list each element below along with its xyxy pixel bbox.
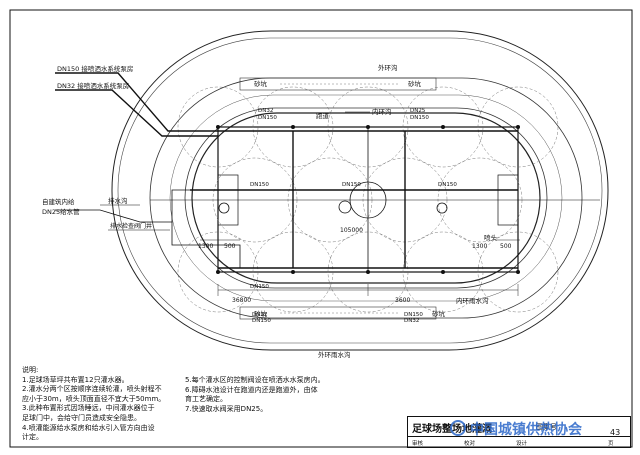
dim-top-dn150: DN150 [258, 115, 277, 121]
dim-right-width: 500 [500, 243, 512, 250]
dim-bottom-right-dn150: DN150 [404, 312, 423, 318]
track-label: 跑道 [316, 111, 330, 120]
sprinkler-heads [216, 125, 520, 274]
note-line: 4.喷灌能源给水泵房和给水引入管方向由设 [22, 423, 155, 432]
dn25-supply-label: DN25给水管 [42, 207, 80, 216]
dim-left-width: 500 [224, 243, 236, 250]
dim-left-height: 1300 [198, 243, 213, 250]
sand-pit-bottom-left-label: 砂坑 [254, 309, 268, 318]
sand-pit-bottom-right-label: 砂坑 [432, 309, 446, 318]
right-goal-sprinkler [436, 202, 448, 214]
page-number: 43 [610, 428, 621, 437]
note-line: 应小于30m，喷头顶面直径不宜大于50mm。 [22, 394, 166, 403]
notes-col-1: 说明: 1.足球场草坪共布置12只灌水器。 2.灌水分两个区按顺序连续轮灌，喷头… [22, 366, 172, 443]
sig-review: 审核 [412, 440, 424, 447]
outer-ring-drain [111, 30, 609, 351]
sand-pit-top [239, 77, 437, 91]
outer-drain-top-label: 外环沟 [378, 63, 398, 72]
dimension-lines [200, 239, 520, 296]
pipe-label-dn32: DN32 接喷洒水系统泵房 [57, 81, 129, 90]
sprinkler-label: 喷头 [484, 233, 498, 242]
track-lane [169, 94, 563, 302]
valve-well-label: 排水检查阀门井 [110, 222, 152, 230]
inner-drain-top-label: 内环沟 [372, 107, 392, 116]
dim-top-dn32: DN32 [258, 108, 273, 114]
dim-right-height: 1300 [472, 243, 487, 250]
notes-col-2: 5.每个灌水区的控制阀设在喷洒水水泵房内。 6.障碍水池设计在跑道内还是跑道外，… [185, 376, 400, 414]
left-goal-sprinkler [218, 202, 230, 214]
sand-pit-bottom [239, 306, 437, 320]
pipe-network [55, 72, 518, 269]
note-line: 1.足球场草坪共布置12只灌水器。 [22, 375, 129, 384]
association-logo-icon [450, 420, 466, 436]
dim-bottom-left-dn32: DN32 [252, 312, 267, 318]
center-sprinkler [338, 200, 352, 214]
drain-trench-label: 排水沟 [108, 196, 128, 205]
atlas-number-label: 图集号 [536, 423, 557, 431]
dim-half-right: 3600 [395, 297, 410, 304]
dim-mid-right: DN150 [438, 182, 457, 188]
track-outer-line [149, 77, 583, 319]
dim-mid-left: DN150 [250, 182, 269, 188]
inner-ring-drain [191, 112, 541, 284]
signature-row: 审核 校对 设计 页 [408, 436, 630, 447]
note-line: 7.快速取水阀采用DN25。 [185, 404, 268, 413]
sheet-border [9, 9, 633, 448]
track-inner-line [184, 107, 548, 289]
dim-bottom-right-dn32: DN32 [404, 318, 419, 324]
tap-water-label: 自建筑内给 [42, 197, 75, 206]
watermark-text: 中国城镇供热协会 [470, 422, 582, 438]
pipe-label-dn150: DN150 接喷洒水系统泵房 [57, 64, 133, 73]
outer-drain-bottom-label: 外环雨水沟 [318, 350, 351, 359]
sand-pit-top-left-label: 砂坑 [254, 79, 268, 88]
note-line: 5.每个灌水区的控制阀设在喷洒水水泵房内。 [185, 376, 325, 384]
notes-heading: 说明: [22, 366, 39, 374]
dim-half-left: 36800 [232, 297, 251, 304]
dim-mid-center: DN150 [342, 182, 361, 188]
dim-top-dn150-r: DN150 [410, 115, 429, 121]
dim-bottom-dn150: DN150 [250, 284, 269, 290]
sig-design: 设计 [516, 440, 528, 447]
note-line: 2.灌水分两个区按顺序连续轮灌，喷头射程不 [22, 385, 162, 394]
inner-drain-right-label: 内环雨水沟 [456, 296, 489, 305]
dim-bottom-left-dn150: DN150 [252, 318, 271, 324]
note-line: 6.障碍水池设计在跑道内还是跑道外，由体 [185, 385, 318, 394]
sig-check: 校对 [464, 440, 476, 447]
dim-top-dn25: DN25 [410, 108, 426, 114]
sig-page: 页 [608, 440, 614, 447]
outer-ring-drain-inner-edge [117, 37, 603, 344]
supply-pipe [55, 189, 600, 268]
note-line: 足球门中，会给守门员造成安全隐患。 [22, 413, 141, 422]
note-line: 计定。 [22, 433, 43, 442]
note-line: 育工艺确定。 [185, 395, 227, 404]
dim-width-total: 105000 [340, 227, 363, 234]
note-line: 3.此种布置形式因场睡远，中间灌水器位于 [22, 404, 155, 413]
sand-pit-top-right-label: 砂坑 [408, 79, 422, 88]
